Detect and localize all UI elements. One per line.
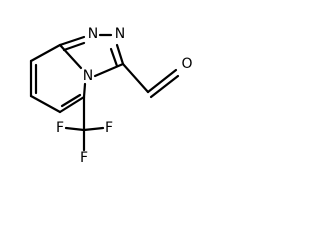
atom-label-f-left: F [56, 120, 64, 136]
bond-cf3-f-right [82, 126, 105, 132]
atom-labels: N N N O F F F [56, 26, 193, 166]
bond-c6-c5-outer [58, 95, 86, 114]
bond-c5-n4 [82, 82, 87, 99]
bond-n2-c3 [115, 43, 125, 66]
bond-c8a-c8 [29, 43, 62, 63]
bonds [29, 33, 180, 152]
bond-c8a-n1 [58, 35, 86, 47]
atom-label-n1: N [88, 26, 98, 42]
atom-label-n2: N [115, 26, 125, 42]
bond-cho-o-2 [149, 74, 180, 99]
structure-diagram: N N N O F F F [29, 26, 193, 166]
bond-c8a-n1-inner [62, 41, 86, 52]
bond-cho-o-1 [146, 68, 178, 94]
bond-cf3-f-left [64, 126, 86, 132]
bond-c3-cho [121, 62, 150, 94]
atom-label-n4: N [83, 68, 93, 84]
bond-c6-c5-inner [60, 93, 82, 108]
atom-label-f-bottom: F [80, 150, 88, 166]
atom-label-f-right: F [105, 120, 113, 136]
bond-n2-c3-inner [109, 47, 119, 68]
atom-label-o: O [181, 56, 192, 72]
bond-n4-c8a [58, 43, 83, 70]
bond-c3-n4 [93, 62, 125, 78]
bond-c7-c6 [29, 94, 62, 114]
